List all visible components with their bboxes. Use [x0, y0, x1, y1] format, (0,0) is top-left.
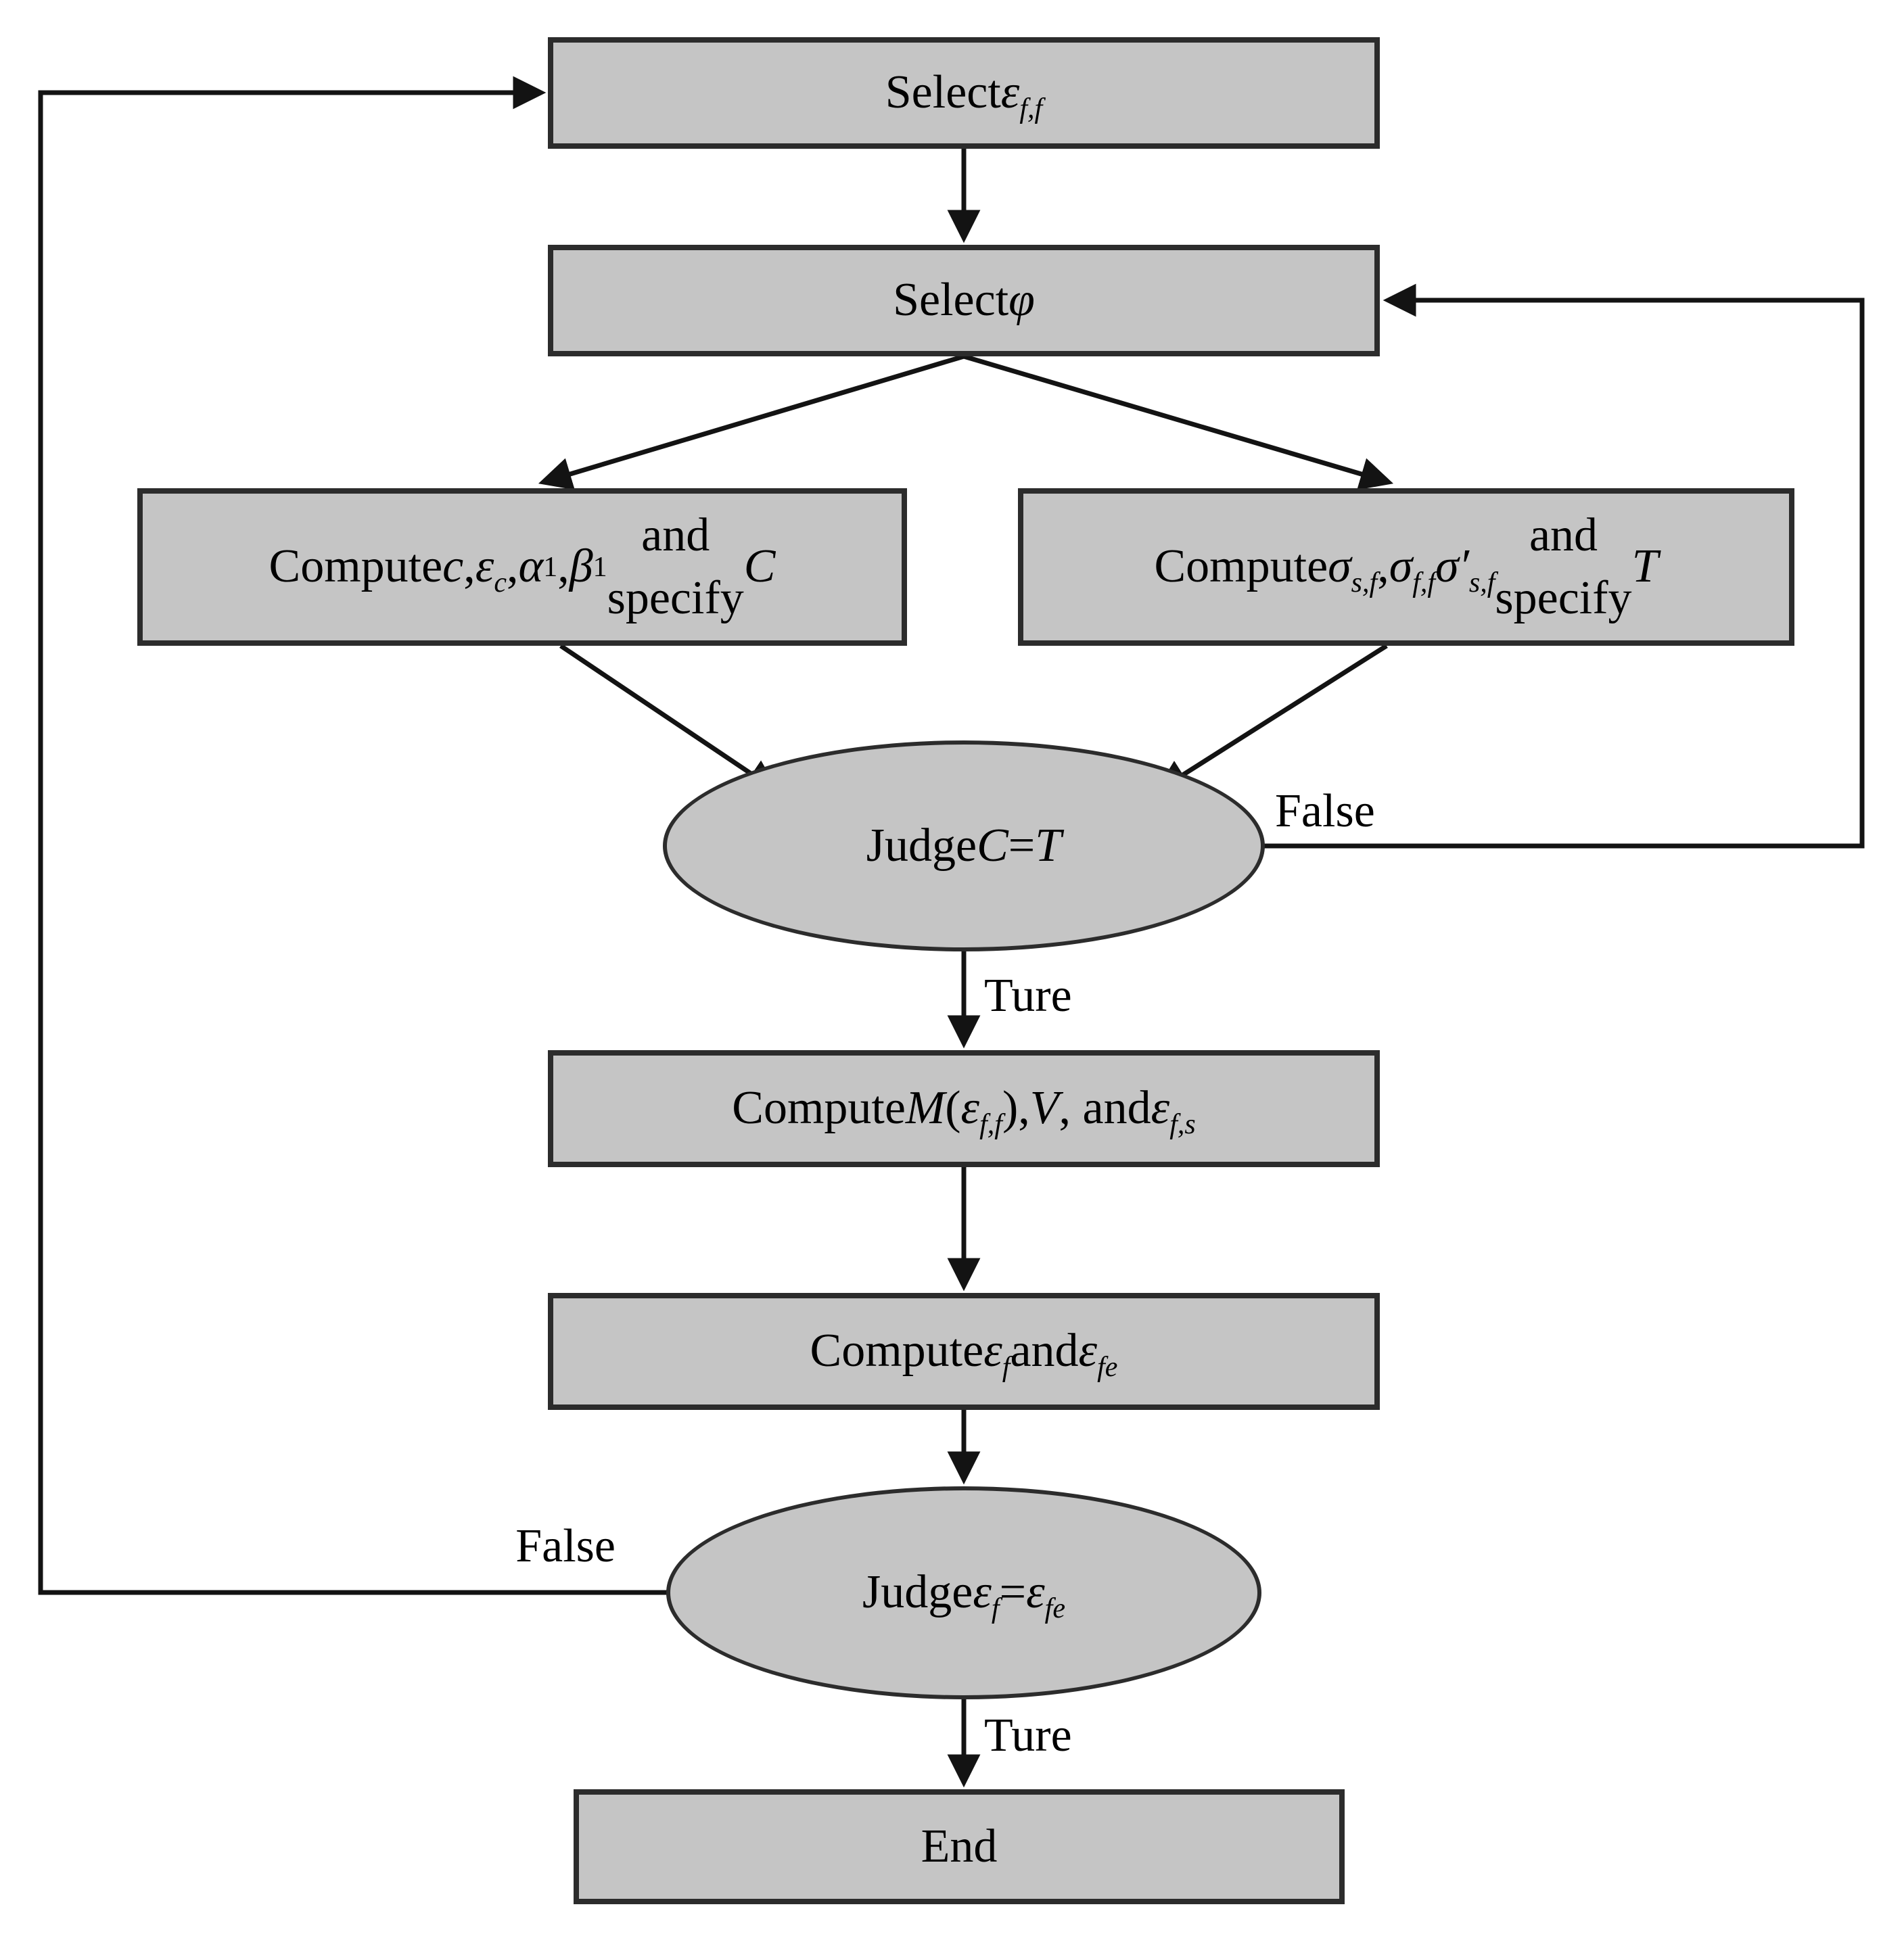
edge-label-false-right: False	[1275, 785, 1375, 837]
edge-label-true-middle: Ture	[984, 970, 1072, 1022]
edge-judge-ct-false-loop-to-select-phi	[1263, 283, 1865, 849]
node-compute-ef: Compute εf and εfe	[548, 1293, 1380, 1410]
node-judge-ef: Judge εf = εfe	[666, 1486, 1261, 1699]
edge-label-false-left: False	[515, 1520, 616, 1572]
edge-select-phi-to-compute-sigma	[963, 354, 1394, 490]
node-select-eff: Select εf,f	[548, 37, 1380, 149]
node-judge-ct: Judge C = T	[663, 740, 1265, 951]
edge-compute-sigma-to-judge-ct	[1155, 644, 1388, 793]
node-select-phi: Select φ	[548, 245, 1380, 356]
edge-compute-c-to-judge-ct	[559, 644, 780, 793]
edge-judge-ef-false-loop-to-select-eff	[38, 76, 667, 1595]
edge-select-phi-to-compute-c	[538, 354, 965, 490]
edge-label-true-bottom: Ture	[984, 1709, 1072, 1762]
node-end: End	[574, 1789, 1345, 1904]
node-compute-m: Compute M(εf,f), V, and εf,s	[548, 1050, 1380, 1167]
